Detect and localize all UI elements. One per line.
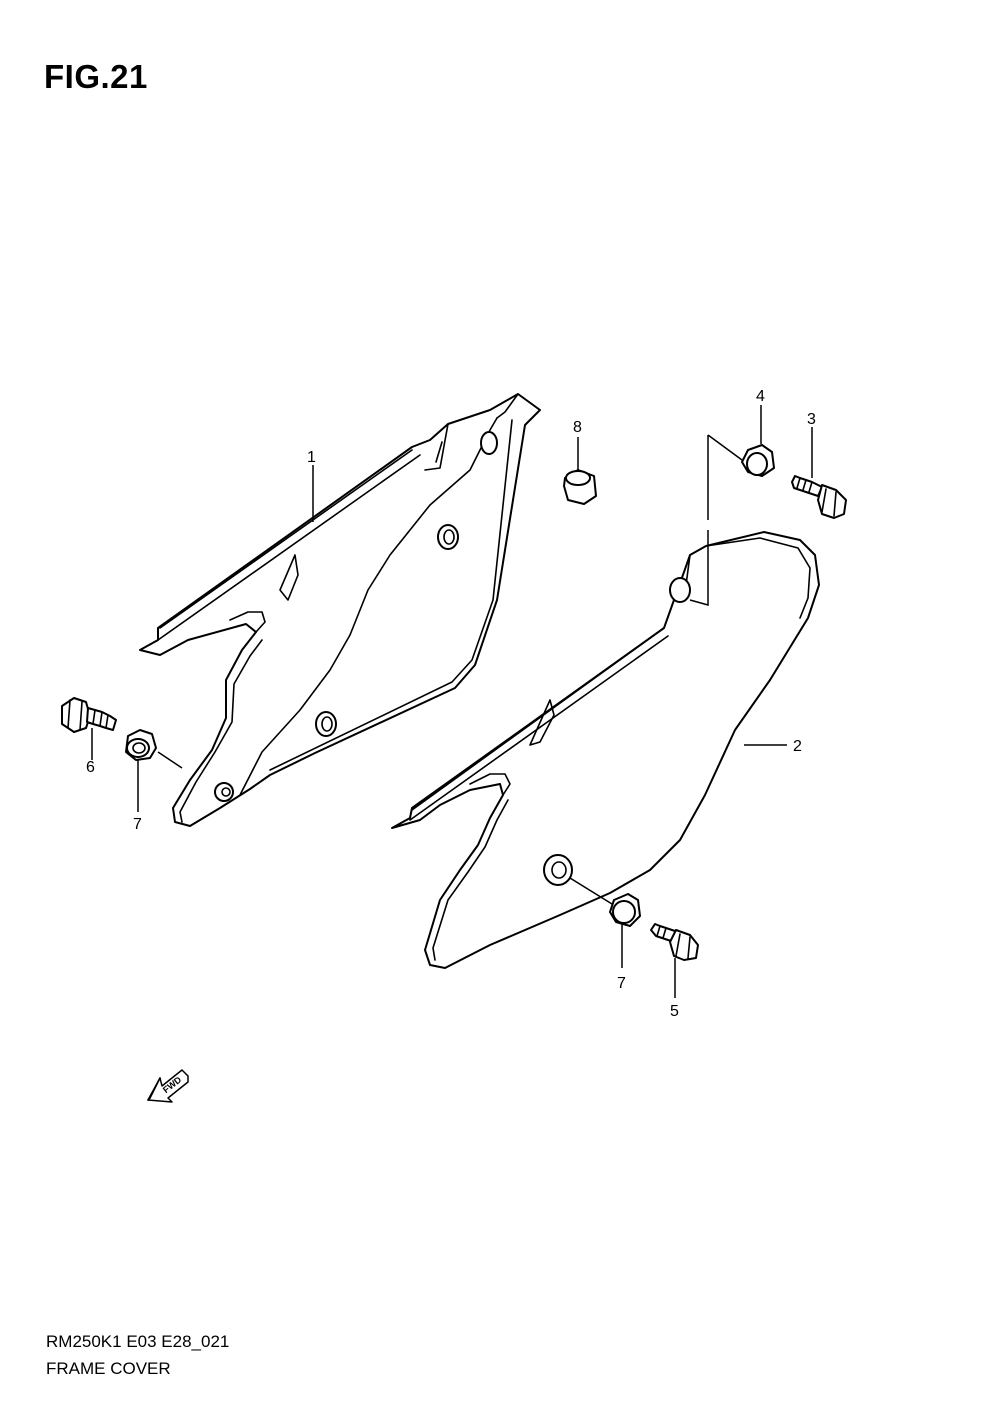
footer-model-code: RM250K1 E03 E28_021 (46, 1332, 230, 1351)
part-1-left-frame-cover[interactable] (139, 393, 541, 827)
callout-3: 3 (807, 411, 816, 428)
callout-7-left: 7 (133, 816, 142, 833)
footer-diagram-name: FRAME COVER (46, 1359, 171, 1378)
part-8-collar[interactable] (563, 469, 597, 505)
callout-8: 8 (573, 419, 582, 436)
callout-5: 5 (670, 1003, 679, 1020)
figure-title: FIG.21 (44, 58, 148, 95)
fwd-arrow-icon: FWD (147, 1069, 189, 1103)
part-7-grommet-right[interactable] (609, 893, 641, 927)
callout-2: 2 (793, 738, 802, 755)
callout-7-right: 7 (617, 975, 626, 992)
part-7-grommet-left[interactable] (125, 729, 157, 761)
part-3-bolt[interactable] (791, 475, 847, 519)
part-6-bolt[interactable] (61, 697, 117, 733)
callout-4: 4 (756, 388, 765, 405)
part-5-bolt[interactable] (650, 923, 699, 961)
part-2-right-frame-cover[interactable] (391, 531, 820, 969)
callout-6: 6 (86, 759, 95, 776)
callout-1: 1 (307, 449, 316, 466)
part-4-grommet[interactable] (741, 444, 775, 477)
leader-lines (91, 405, 813, 998)
